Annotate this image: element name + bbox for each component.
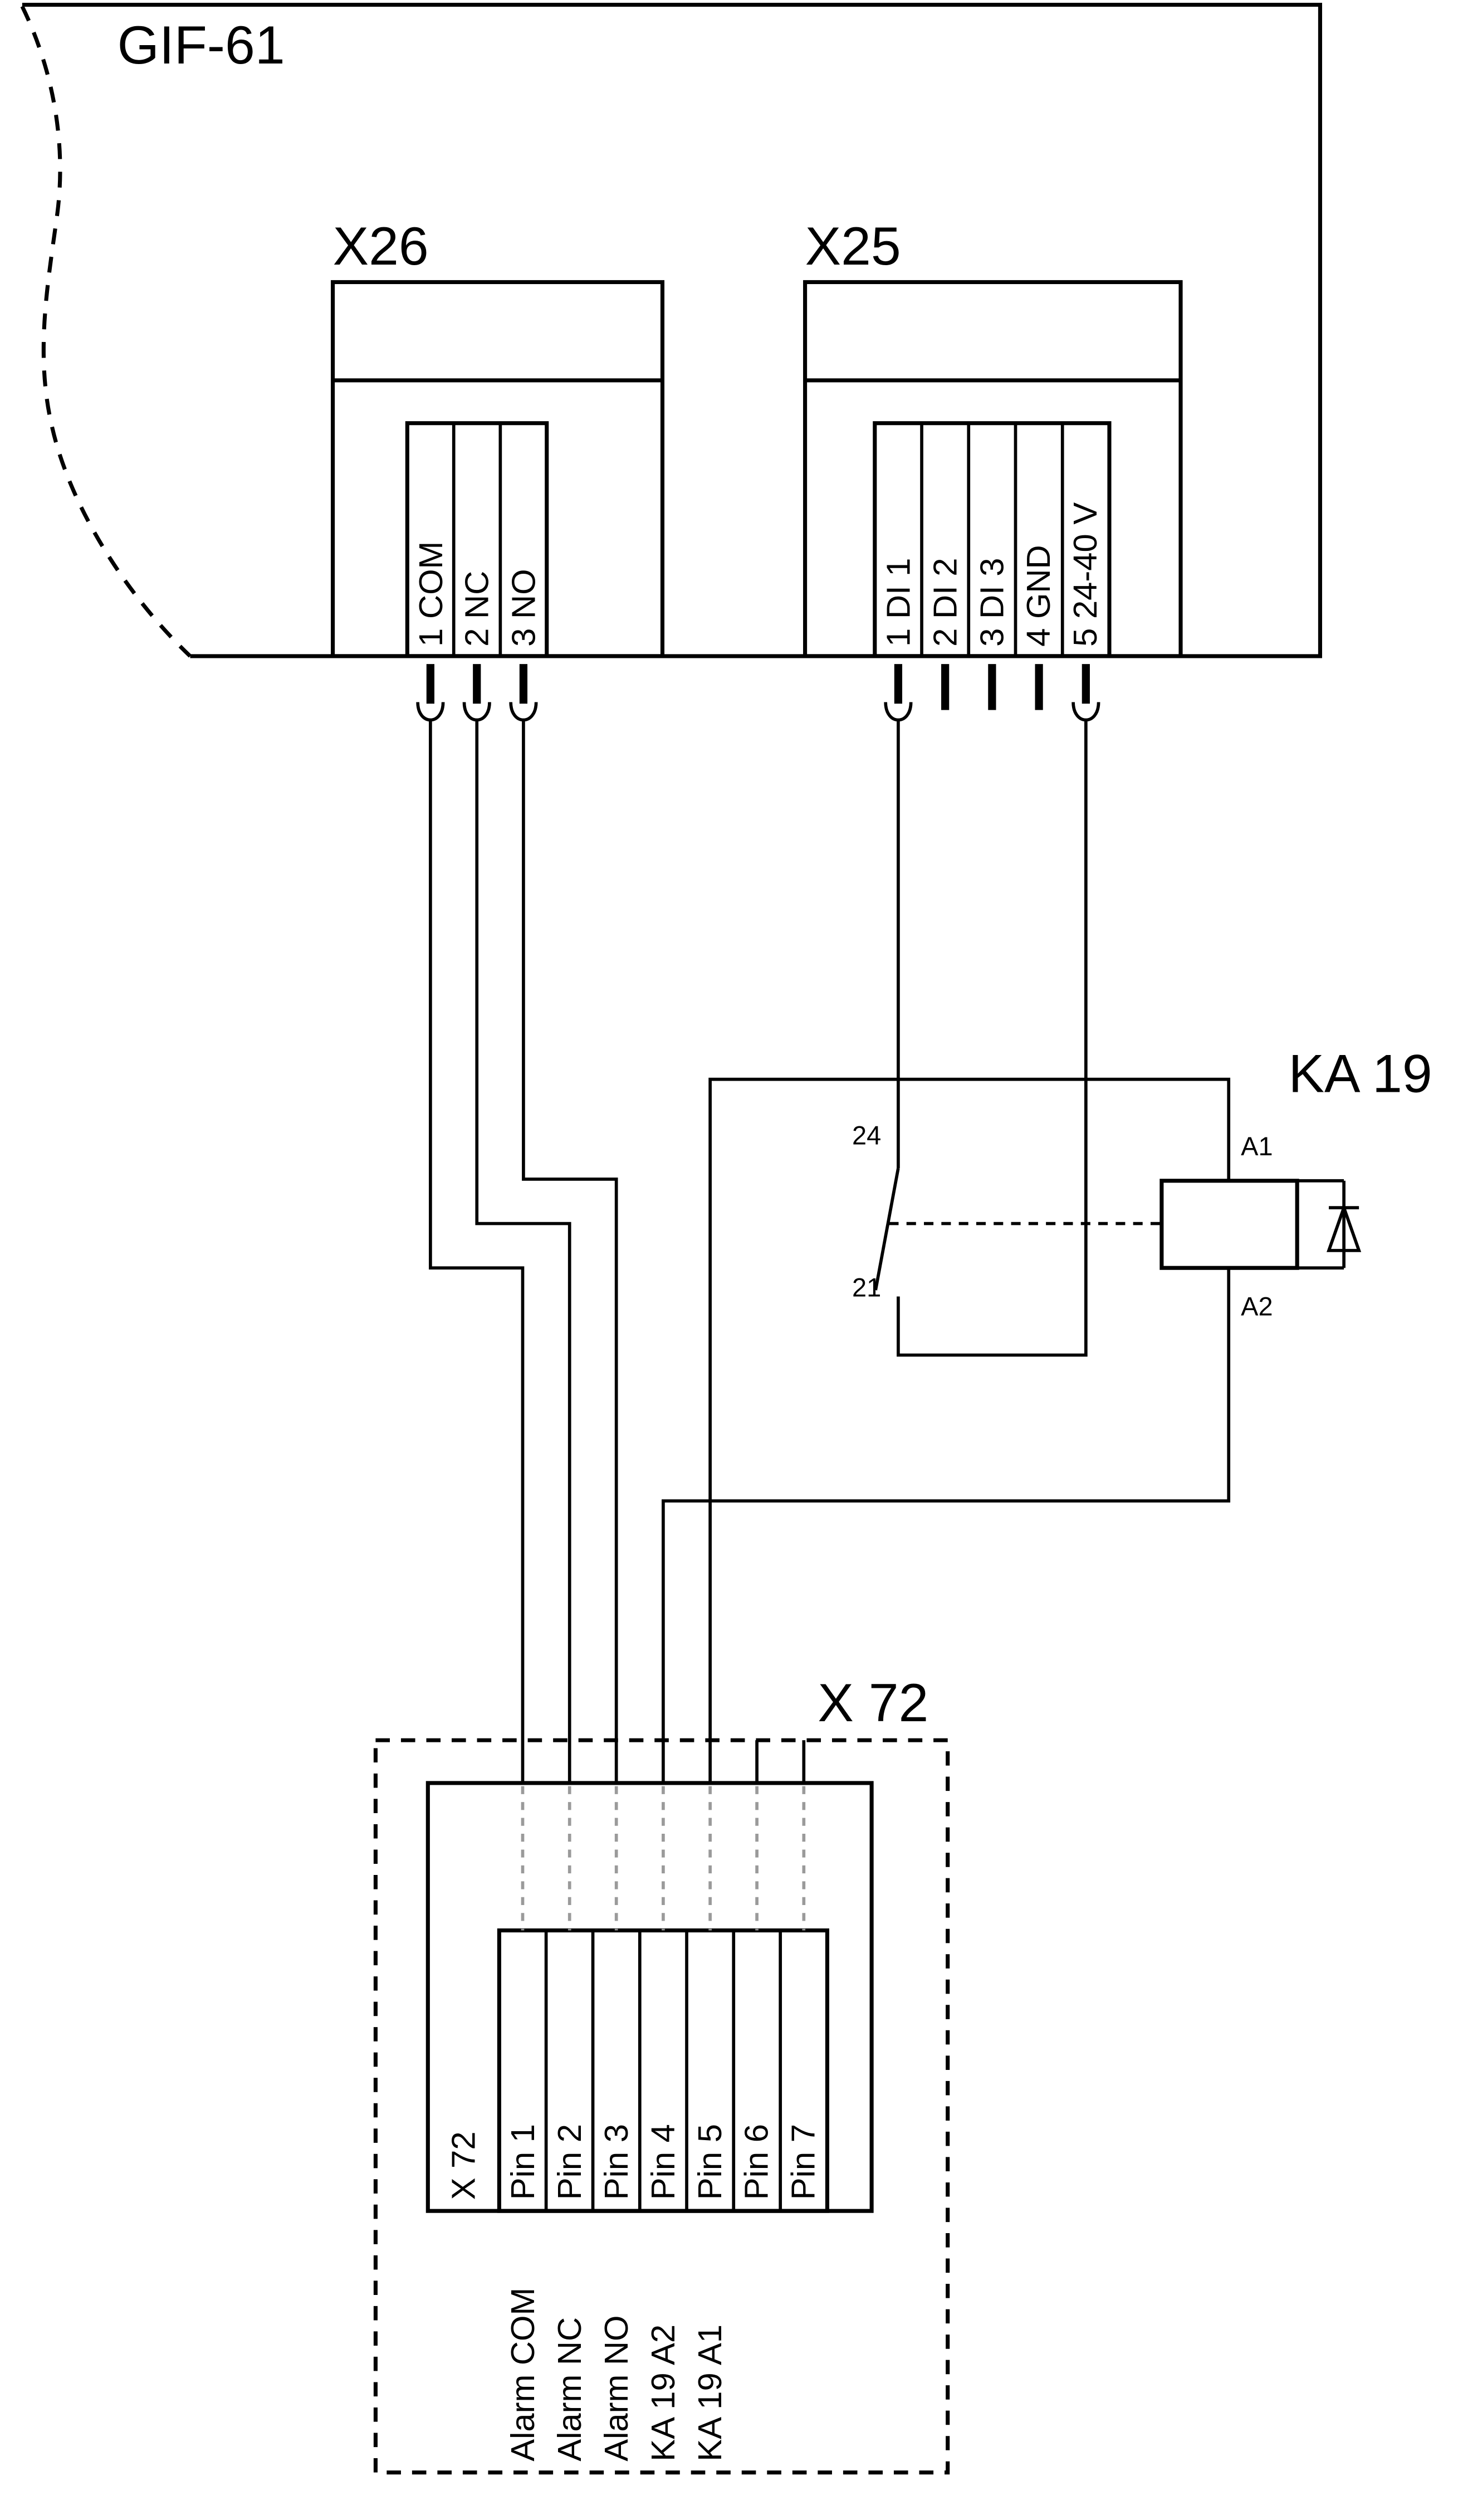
ka19-coil [1159,1179,1299,1270]
wire-ka19-a2 [662,1268,1231,1783]
x25-label: X25 [805,216,901,276]
diode-icon [1297,1179,1362,1270]
gif61-outline [22,2,1322,658]
x72-pin-label: Pin 2 [551,2124,588,2200]
x25-terminal-strip [873,421,1112,658]
x26-terminal-label: 3 NO [505,569,542,646]
x72-signal-label: Alarm NO [598,2315,635,2461]
contact-blade [874,1168,900,1291]
x25-terminal-label: 4 GND [1020,545,1057,647]
coil-label-a1: A1 [1241,1131,1273,1161]
wire-alarm-com [429,719,525,1783]
diode-triangle [1327,1203,1362,1252]
x72-signal-label: Alarm COM [504,2288,541,2462]
x26-terminal-strip [405,421,549,658]
x26-label: X26 [333,216,429,276]
x72-pin-label: Pin 1 [504,2124,541,2200]
x72-title: X 72 [818,1672,928,1733]
gif61-enclosure: GIF-61 [20,2,1322,658]
x25-terminal-label: 5 24-40 V [1066,502,1104,647]
x72-pin-label: Pin 5 [691,2124,728,2200]
x26-box [331,280,665,658]
terminal-socket [884,702,913,722]
terminal-socket [416,702,445,722]
x72-signal-label: Alarm NC [551,2317,588,2462]
x72-pin-label: Pin 3 [598,2124,635,2200]
x25-terminal-label: 1 DI 1 [879,558,917,646]
gif61-label: GIF-61 [118,14,285,75]
wire-alarm-nc [475,719,571,1783]
x26-terminal-label: 1 COM [412,541,449,647]
coil-label-a2: A2 [1241,1292,1273,1321]
x72-pin-label: Pin 6 [738,2124,775,2200]
x72-signal-label: KA 19 A1 [691,2324,728,2462]
terminal-socket [509,702,538,722]
x72-connector: X 72 X 72 Pin 1 Pin 2 Pin 3 Pin 4 Pin 5 … [373,1672,950,2475]
gif61-dashed-edge [20,5,192,658]
wire-alarm-no [522,719,618,1783]
x72-pin-label: Pin 4 [644,2124,682,2200]
x72-signal-label: KA 19 A2 [644,2324,682,2462]
x25-terminal-label: 2 DI 2 [926,558,963,646]
wires [429,719,1231,1783]
contact-label-21: 21 [852,1272,881,1302]
x26-terminal-label: 2 NC [458,571,495,647]
x72-block-label: X 72 [444,2131,482,2200]
ka19-label: KA 19 [1289,1043,1432,1103]
wire-ka19-a1 [708,1077,1231,1783]
ka19-relay: KA 19 24 21 A1 A2 [852,1043,1432,1321]
x26-connector: X26 1 COM 2 NC 3 NO [331,216,665,658]
x25-terminal-label: 3 DI 3 [973,558,1010,646]
x72-dashed-boundary [373,1738,950,2475]
x25-connector: X25 1 DI 1 2 DI 2 3 DI 3 4 GND 5 24-40 V [803,216,1183,658]
terminal-socket [462,702,491,722]
wire-contact-21-to-24v [897,719,1088,1357]
contact-label-24: 24 [852,1120,881,1150]
x72-pin-label: Pin 7 [785,2124,822,2200]
terminal-pins [416,664,1100,722]
terminal-socket [1072,702,1100,722]
